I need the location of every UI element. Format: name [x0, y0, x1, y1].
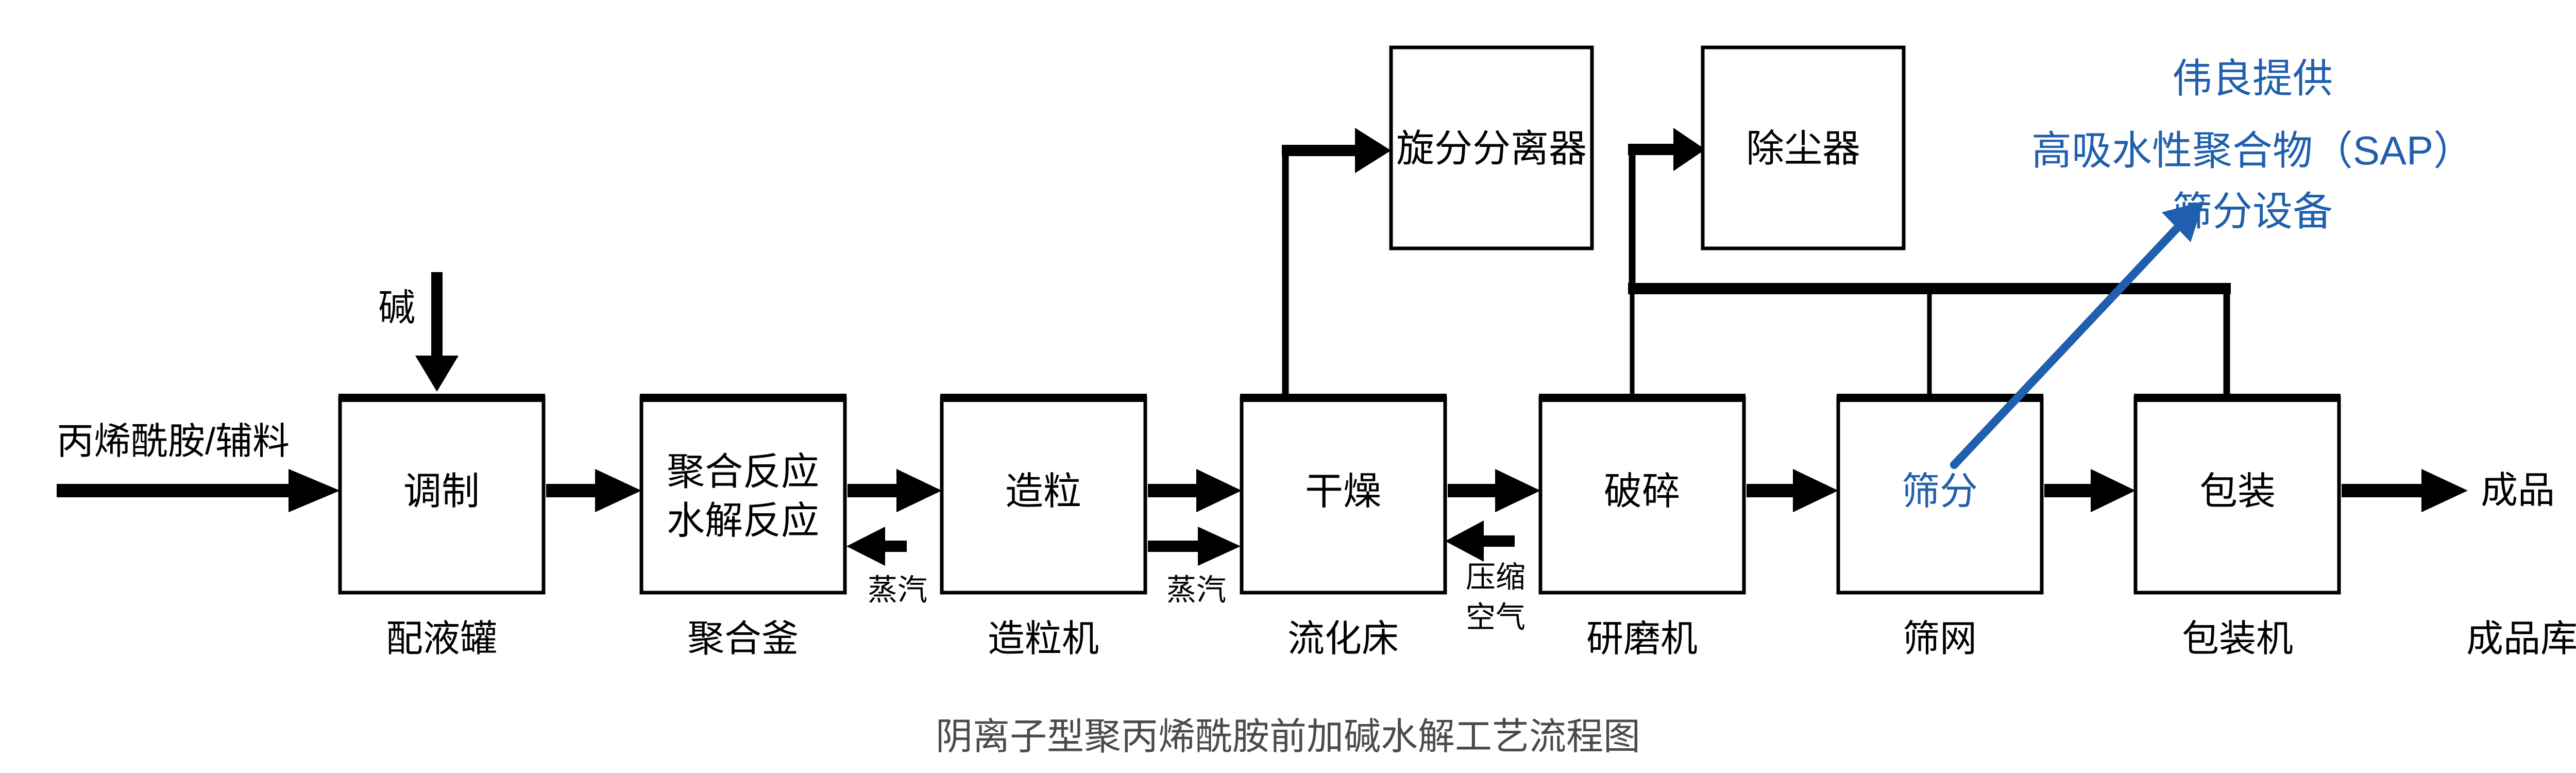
process-box-juhe-title2: 水解反应: [667, 499, 819, 542]
product-warehouse-label: 成品库: [2466, 618, 2576, 660]
dust-collection-manifold: [1628, 149, 2231, 398]
process-box-juhe: 聚合反应 水解反应 聚合釜: [639, 394, 847, 660]
equipment-label-shaiwang: 筛网: [1903, 618, 1977, 660]
utility-label-steam-2: 蒸汽: [1166, 574, 1226, 607]
process-box-shaifen: 筛分 筛网: [1836, 394, 2044, 660]
process-box-zaoli-title: 造粒: [1005, 470, 1081, 513]
annotation-line-1: 伟良提供: [2172, 56, 2333, 101]
process-box-baozhuang-title: 包装: [2199, 470, 2276, 513]
feed-inlet-label: 丙烯酰胺/辅料: [57, 421, 290, 462]
arrow-baozhuang-to-product: [2342, 469, 2468, 512]
arrow-shaifen-to-baozhuang: [2044, 469, 2136, 512]
arrow-juhe-to-zaoli: [848, 469, 942, 512]
process-box-juhe-title: 聚合反应: [667, 450, 819, 493]
equipment-label-yanmoji: 研磨机: [1586, 618, 1698, 660]
arrow-zaoli-to-ganzao: [1148, 469, 1242, 512]
equipment-label-juhefu: 聚合釜: [687, 618, 799, 660]
process-box-tiaozhi: 调制 配液罐: [338, 394, 546, 660]
steam-arrow-juhe: [846, 527, 907, 566]
process-box-tiaozhi-title: 调制: [403, 470, 480, 513]
steam-arrow-ganzao: [1148, 527, 1241, 566]
aux-box-duster-label: 除尘器: [1746, 127, 1860, 170]
utility-label-air: 空气: [1466, 601, 1526, 634]
annotation-callout-arrow: [1950, 201, 2204, 469]
aux-box-cyclone: 旋分分离器: [1389, 45, 1594, 250]
compressed-air-arrow-ganzao: [1445, 520, 1515, 562]
utility-label-steam-1: 蒸汽: [868, 574, 927, 607]
aux-box-duster: 除尘器: [1701, 45, 1906, 250]
aux-box-cyclone-label: 旋分分离器: [1396, 127, 1587, 170]
product-outlet-label: 成品: [2481, 470, 2555, 511]
utility-label-compressed: 压缩: [1466, 561, 1526, 594]
process-box-posui: 破碎 研磨机: [1538, 394, 1746, 660]
equipment-label-liuhuachuang: 流化床: [1287, 618, 1399, 660]
equipment-label-peiyeguan: 配液罐: [386, 618, 497, 660]
arrow-posui-to-shaifen: [1747, 469, 1838, 512]
alkali-inlet-arrow: [415, 272, 459, 392]
process-box-zaoli: 造粒 造粒机: [940, 394, 1147, 660]
equipment-label-zaoliji: 造粒机: [988, 618, 1099, 660]
process-box-baozhuang: 包装 包装机: [2133, 394, 2341, 660]
process-box-posui-title: 破碎: [1604, 470, 1680, 513]
equipment-label-baozhuangji: 包装机: [2182, 618, 2293, 660]
process-box-shaifen-title: 筛分: [1902, 470, 1978, 513]
annotation-line-3: 筛分设备: [2172, 189, 2333, 234]
arrow-ganzao-to-posui: [1448, 469, 1540, 512]
alkali-inlet-label: 碱: [378, 288, 415, 329]
dryer-to-cyclone-pipe: [1282, 128, 1391, 401]
feed-inlet-arrow: [57, 469, 340, 512]
arrow-tiaozhi-to-juhe: [546, 469, 641, 512]
annotation-line-2: 高吸水性聚合物（SAP）: [2031, 128, 2473, 173]
process-box-ganzao-title: 干燥: [1305, 470, 1381, 513]
process-box-ganzao: 干燥 流化床: [1240, 394, 1447, 660]
manifold-to-duster-arrow: [1628, 128, 1705, 171]
diagram-caption: 阴离子型聚丙烯酰胺前加碱水解工艺流程图: [936, 716, 1640, 758]
